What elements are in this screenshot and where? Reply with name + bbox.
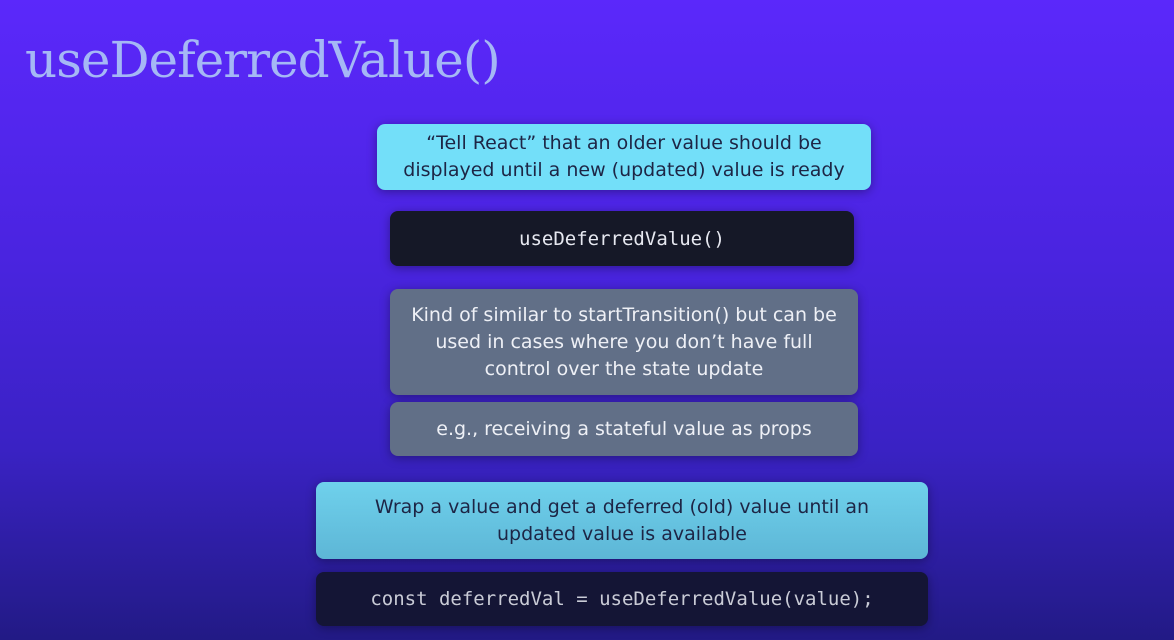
example-note-box: e.g., receiving a stateful value as prop… <box>390 402 858 456</box>
description-box: “Tell React” that an older value should … <box>377 124 871 190</box>
code-text-usage: const deferredVal = useDeferredValue(val… <box>370 588 874 610</box>
example-note-text: e.g., receiving a stateful value as prop… <box>436 417 812 440</box>
code-text-hook: useDeferredValue() <box>519 227 725 250</box>
code-box-usage: const deferredVal = useDeferredValue(val… <box>316 572 928 626</box>
usage-description-box: Wrap a value and get a deferred (old) va… <box>316 482 928 559</box>
comparison-note-box: Kind of similar to startTransition() but… <box>390 289 858 395</box>
usage-description-text: Wrap a value and get a deferred (old) va… <box>374 495 870 545</box>
description-text: “Tell React” that an older value should … <box>403 132 845 181</box>
comparison-note-text: Kind of similar to startTransition() but… <box>411 303 837 380</box>
code-box-hook: useDeferredValue() <box>390 211 854 266</box>
slide-title: useDeferredValue() <box>25 31 501 89</box>
